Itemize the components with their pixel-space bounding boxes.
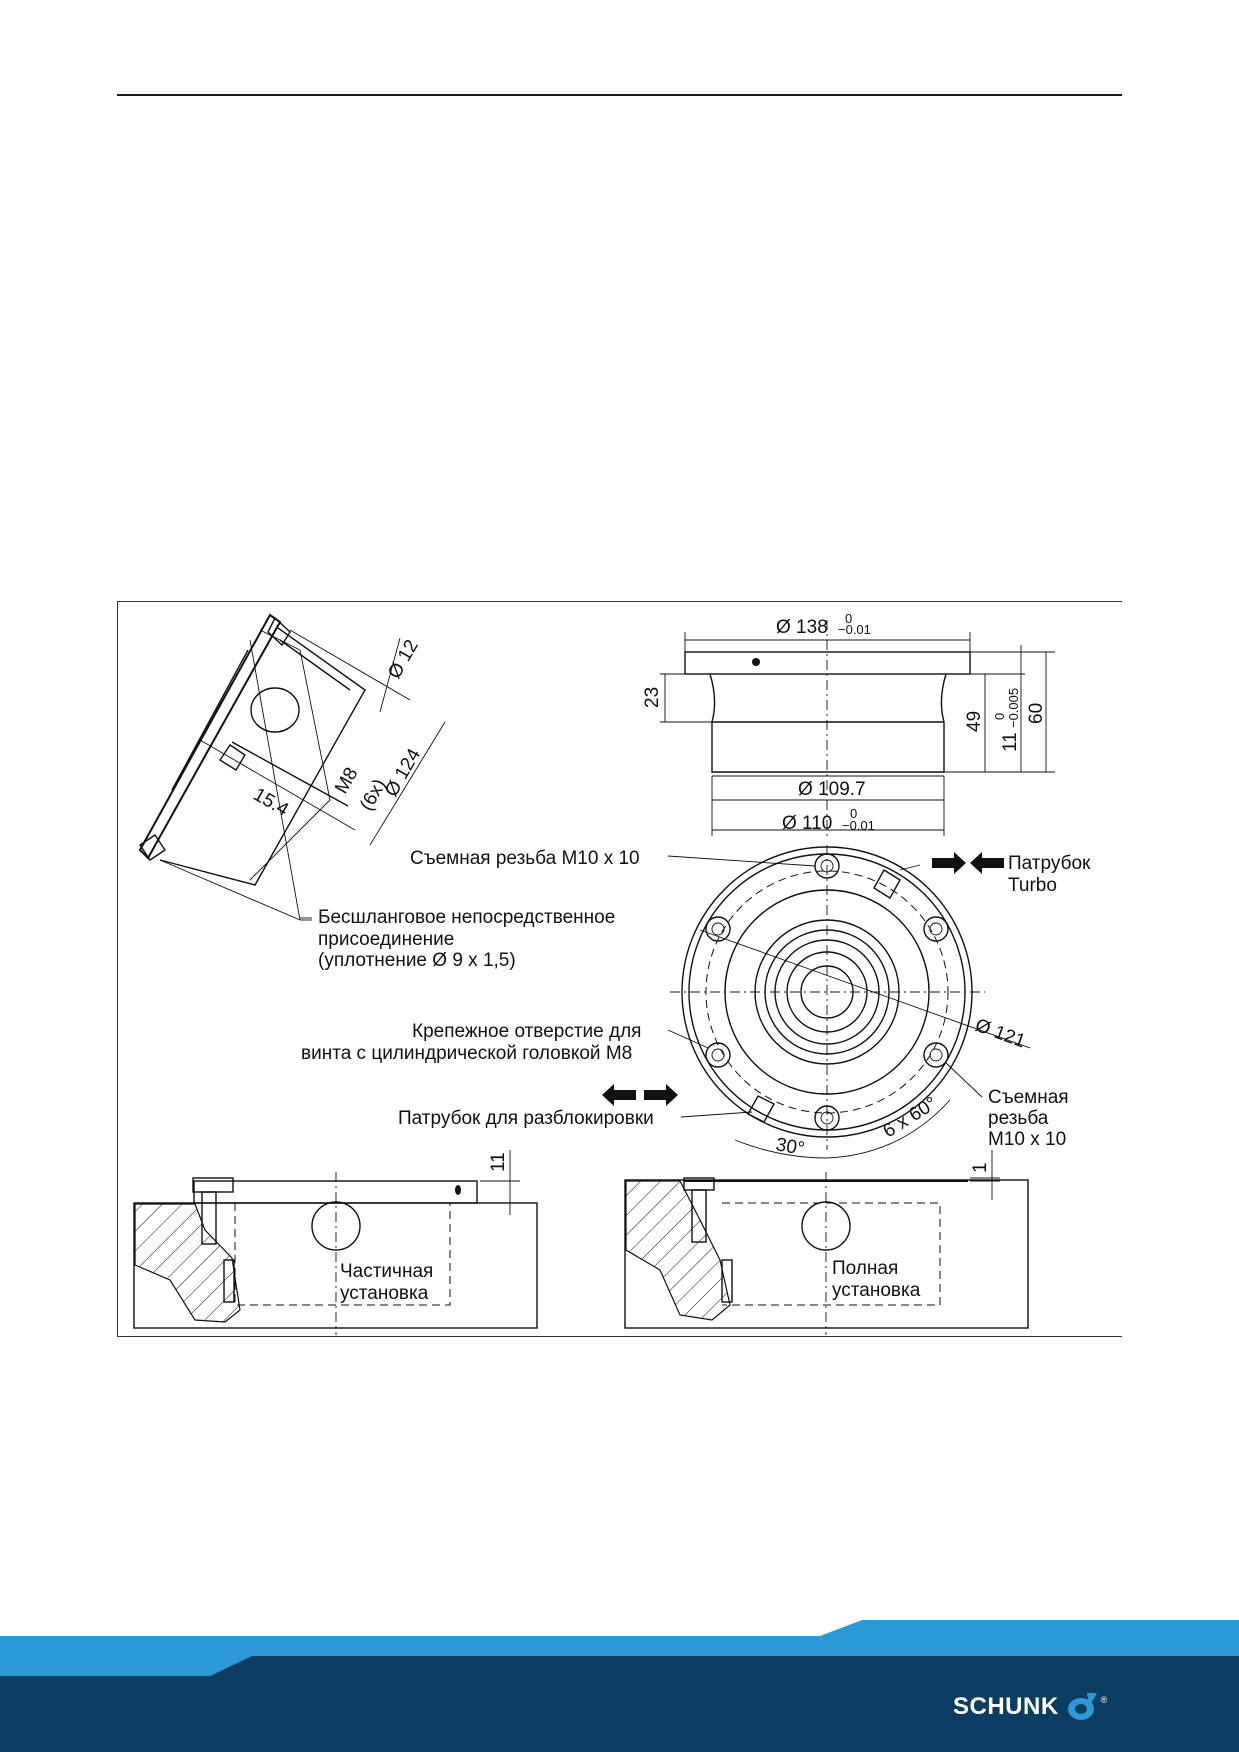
turbo-arrows bbox=[932, 852, 1004, 874]
label-removable-thread-right-line3: M10 x 10 bbox=[988, 1129, 1066, 1150]
header-rule bbox=[117, 94, 1122, 96]
dim-d110-label: Ø 110 bbox=[782, 813, 832, 834]
label-hoseless-line2: присоединение bbox=[318, 929, 454, 950]
dim-h11-label: 11 bbox=[488, 1152, 509, 1172]
brand-name: SCHUNK bbox=[953, 1693, 1059, 1720]
dim-d110-tol-upper: 0 bbox=[850, 806, 857, 821]
full-install-section: 1 Полная установка bbox=[624, 1150, 1029, 1335]
label-removable-thread-right-line1: Съемная bbox=[988, 1087, 1069, 1108]
side-elevation-view: Ø 138 0 −0.01 23 49 11 0 −0.005 60 Ø 109… bbox=[642, 611, 1055, 840]
label-removable-thread-top: Съемная резьба M10 x 10 bbox=[410, 848, 640, 869]
label-hoseless-line3: (уплотнение Ø 9 x 1,5) bbox=[318, 950, 516, 971]
dim-d110-tol-lower: −0.01 bbox=[842, 818, 875, 833]
technical-drawing-frame bbox=[117, 601, 1122, 1337]
dim-h11tol-lower: −0.005 bbox=[1006, 688, 1021, 728]
isometric-view: Ø 12 Ø 124 M8 (6x) 15.4 bbox=[138, 613, 446, 921]
dim-h49-label: 49 bbox=[964, 711, 985, 732]
registered-mark: ® bbox=[1100, 1695, 1108, 1705]
logo-mark-icon bbox=[1067, 1693, 1097, 1720]
dim-d121-label: Ø 121 bbox=[972, 1015, 1028, 1052]
dim-d138-tol-lower: −0.01 bbox=[838, 622, 871, 637]
dim-h23-label: 23 bbox=[642, 687, 663, 708]
label-mount-hole-line1: Крепежное отверстие для bbox=[412, 1021, 641, 1042]
label-turbo-line2: Turbo bbox=[1008, 875, 1057, 896]
dim-d109-label: Ø 109.7 bbox=[798, 779, 866, 800]
dim-h60-label: 60 bbox=[1026, 703, 1047, 724]
dim-d138-label: Ø 138 bbox=[776, 617, 828, 638]
schunk-logo: SCHUNK ® bbox=[933, 1680, 1123, 1734]
dim-d138-tol-upper: 0 bbox=[845, 611, 852, 626]
dim-m8-label: M8 bbox=[331, 764, 362, 797]
label-unlock-port: Патрубок для разблокировки bbox=[398, 1108, 654, 1129]
partial-install-section: 11 Частичная установка bbox=[133, 1150, 538, 1335]
label-full-line1: Полная bbox=[832, 1258, 898, 1279]
dim-h11tol-upper: 0 bbox=[992, 713, 1007, 720]
dim-d12-label: Ø 12 bbox=[384, 636, 423, 682]
footer-band bbox=[0, 1620, 1239, 1752]
label-partial-line1: Частичная bbox=[340, 1261, 433, 1282]
label-partial-line2: установка bbox=[340, 1283, 429, 1304]
label-removable-thread-right-line2: резьба bbox=[988, 1108, 1049, 1129]
label-mount-hole-line2: винта с цилиндрической головкой M8 bbox=[301, 1043, 632, 1064]
dim-angle30-label: 30° bbox=[774, 1134, 806, 1160]
dim-d124-label: Ø 124 bbox=[381, 745, 425, 801]
label-hoseless-line1: Бесшланговое непосредственное bbox=[318, 907, 615, 928]
dim-h11tol-label: 11 bbox=[1000, 732, 1021, 752]
label-full-line2: установка bbox=[832, 1280, 921, 1301]
unlock-arrows bbox=[602, 1084, 678, 1106]
plan-view: Ø 121 30° 6 x 60° bbox=[602, 845, 1031, 1160]
bolt-holes bbox=[705, 853, 949, 1131]
label-turbo-line1: Патрубок bbox=[1008, 853, 1091, 874]
dim-h1-label: 1 bbox=[970, 1162, 991, 1173]
